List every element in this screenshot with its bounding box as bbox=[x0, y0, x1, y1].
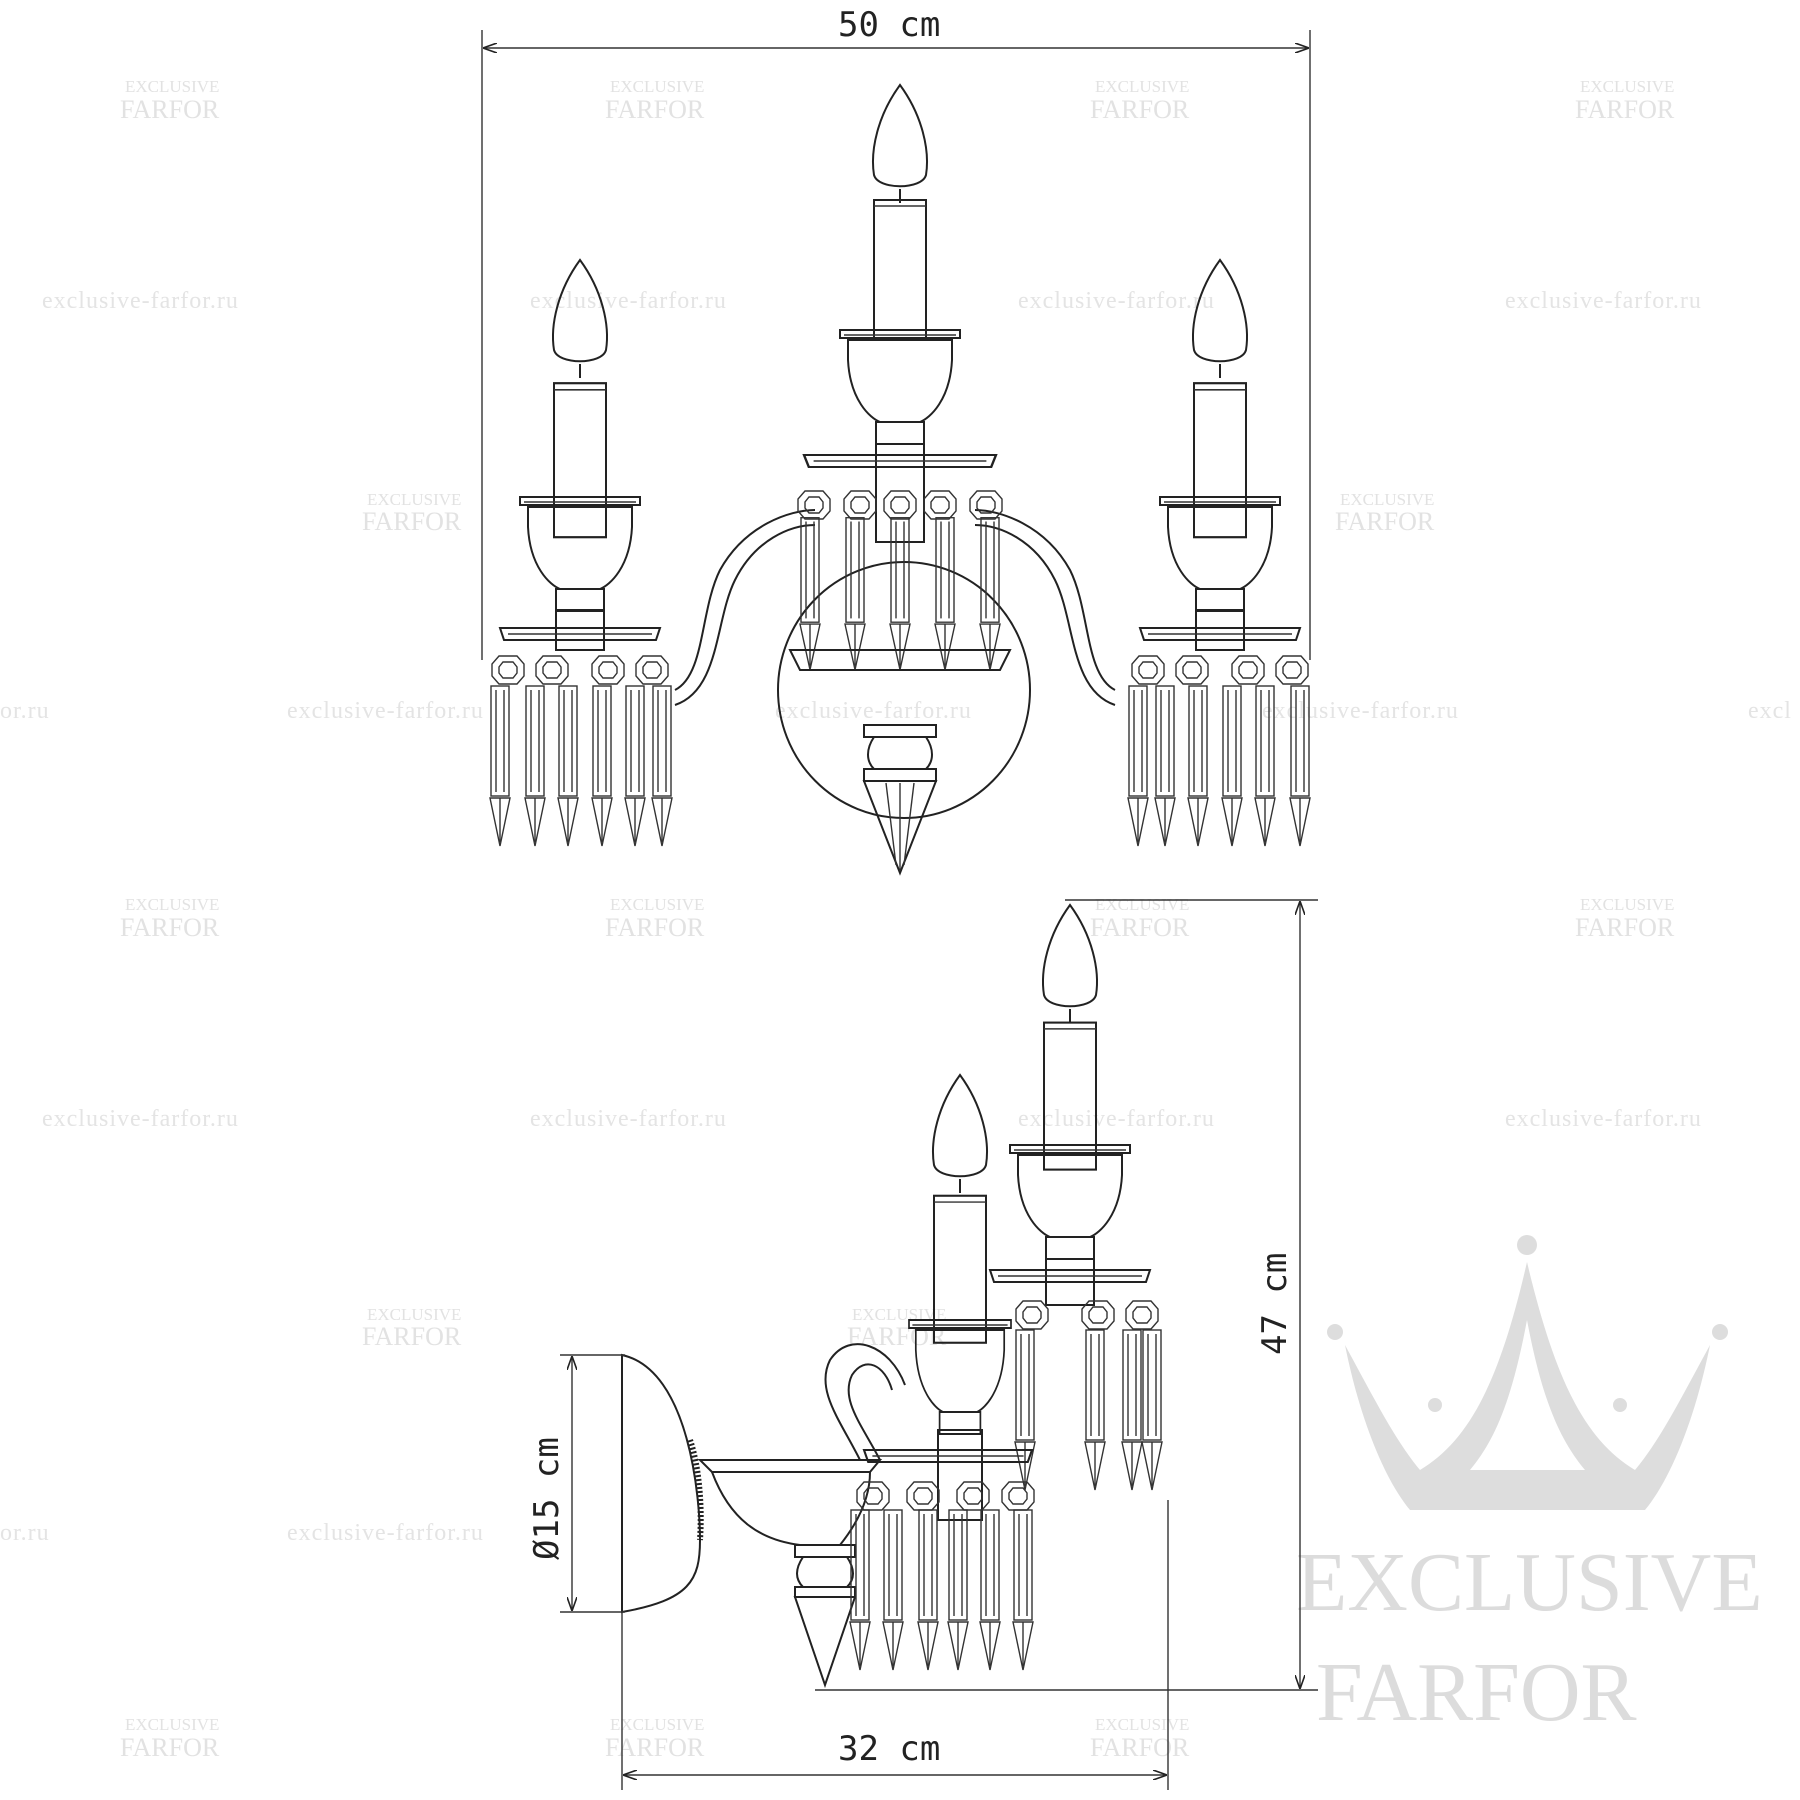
svg-text:FARFOR: FARFOR bbox=[1335, 507, 1435, 536]
svg-text:FARFOR: FARFOR bbox=[605, 1733, 705, 1762]
svg-text:exclusive-farfor.ru: exclusive-farfor.ru bbox=[1018, 288, 1215, 314]
depth-dimension: 32 cm bbox=[621, 1500, 1169, 1790]
svg-text:EXCLUSIVE: EXCLUSIVE bbox=[125, 77, 219, 96]
svg-text:EXCLUSIVE: EXCLUSIVE bbox=[1095, 895, 1189, 914]
height-dimension: 47 cm bbox=[815, 899, 1318, 1691]
diameter-label: Ø15 cm bbox=[527, 1437, 567, 1560]
svg-text:FARFOR: FARFOR bbox=[847, 1322, 947, 1351]
svg-text:EXCLUSIVE: EXCLUSIVE bbox=[1580, 77, 1674, 96]
svg-text:FARFOR: FARFOR bbox=[362, 1322, 462, 1351]
svg-text:EXCLUSIVE: EXCLUSIVE bbox=[367, 490, 461, 509]
svg-text:exclusive-farfor.ru: exclusive-farfor.ru bbox=[1262, 698, 1459, 724]
svg-text:FARFOR: FARFOR bbox=[1090, 1733, 1190, 1762]
svg-text:exclusive-farfor.ru: exclusive-farfor.ru bbox=[1018, 1106, 1215, 1132]
svg-text:or.ru: or.ru bbox=[0, 698, 50, 724]
svg-text:EXCLUSIVE: EXCLUSIVE bbox=[610, 1715, 704, 1734]
front-view bbox=[489, 84, 1311, 876]
depth-label: 32 cm bbox=[838, 1729, 940, 1769]
svg-text:exclusive-farfor.ru: exclusive-farfor.ru bbox=[1505, 1106, 1702, 1132]
svg-text:FARFOR: FARFOR bbox=[120, 95, 220, 124]
svg-text:excl: excl bbox=[1748, 698, 1792, 724]
svg-text:exclusive-farfor.ru: exclusive-farfor.ru bbox=[42, 1106, 239, 1132]
svg-text:FARFOR: FARFOR bbox=[1316, 1646, 1637, 1739]
side-view bbox=[621, 904, 1163, 1689]
svg-text:exclusive-farfor.ru: exclusive-farfor.ru bbox=[530, 1106, 727, 1132]
width-dimension: 50 cm bbox=[481, 5, 1311, 660]
svg-text:EXCLUSIVE: EXCLUSIVE bbox=[1095, 1715, 1189, 1734]
brand-logo: EXCLUSIVE FARFOR bbox=[1296, 1235, 1763, 1739]
svg-text:EXCLUSIVE: EXCLUSIVE bbox=[125, 895, 219, 914]
svg-text:or.ru: or.ru bbox=[0, 1520, 50, 1546]
svg-text:exclusive-farfor.ru: exclusive-farfor.ru bbox=[42, 288, 239, 314]
svg-text:EXCLUSIVE: EXCLUSIVE bbox=[1296, 1536, 1763, 1629]
svg-text:EXCLUSIVE: EXCLUSIVE bbox=[610, 77, 704, 96]
svg-text:FARFOR: FARFOR bbox=[1575, 913, 1675, 942]
svg-text:exclusive-farfor.ru: exclusive-farfor.ru bbox=[287, 1520, 484, 1546]
svg-text:FARFOR: FARFOR bbox=[120, 1733, 220, 1762]
svg-text:exclusive-farfor.ru: exclusive-farfor.ru bbox=[1505, 288, 1702, 314]
svg-text:exclusive-farfor.ru: exclusive-farfor.ru bbox=[775, 698, 972, 724]
svg-text:EXCLUSIVE: EXCLUSIVE bbox=[1095, 77, 1189, 96]
diameter-dimension: Ø15 cm bbox=[527, 1354, 625, 1613]
svg-text:EXCLUSIVE: EXCLUSIVE bbox=[610, 895, 704, 914]
svg-text:EXCLUSIVE: EXCLUSIVE bbox=[125, 1715, 219, 1734]
svg-text:exclusive-farfor.ru: exclusive-farfor.ru bbox=[287, 698, 484, 724]
crown-icon bbox=[1327, 1235, 1728, 1510]
svg-text:FARFOR: FARFOR bbox=[120, 913, 220, 942]
width-label: 50 cm bbox=[838, 5, 940, 45]
svg-text:EXCLUSIVE: EXCLUSIVE bbox=[1340, 490, 1434, 509]
svg-text:FARFOR: FARFOR bbox=[605, 95, 705, 124]
svg-text:FARFOR: FARFOR bbox=[1090, 95, 1190, 124]
svg-text:EXCLUSIVE: EXCLUSIVE bbox=[367, 1305, 461, 1324]
svg-text:FARFOR: FARFOR bbox=[1090, 913, 1190, 942]
svg-text:EXCLUSIVE: EXCLUSIVE bbox=[1580, 895, 1674, 914]
watermark-url: exclusive-farfor.ru exclusive-farfor.ru … bbox=[0, 288, 1792, 1546]
height-label: 47 cm bbox=[1255, 1253, 1295, 1355]
svg-text:FARFOR: FARFOR bbox=[1575, 95, 1675, 124]
svg-text:FARFOR: FARFOR bbox=[605, 913, 705, 942]
svg-text:FARFOR: FARFOR bbox=[362, 507, 462, 536]
